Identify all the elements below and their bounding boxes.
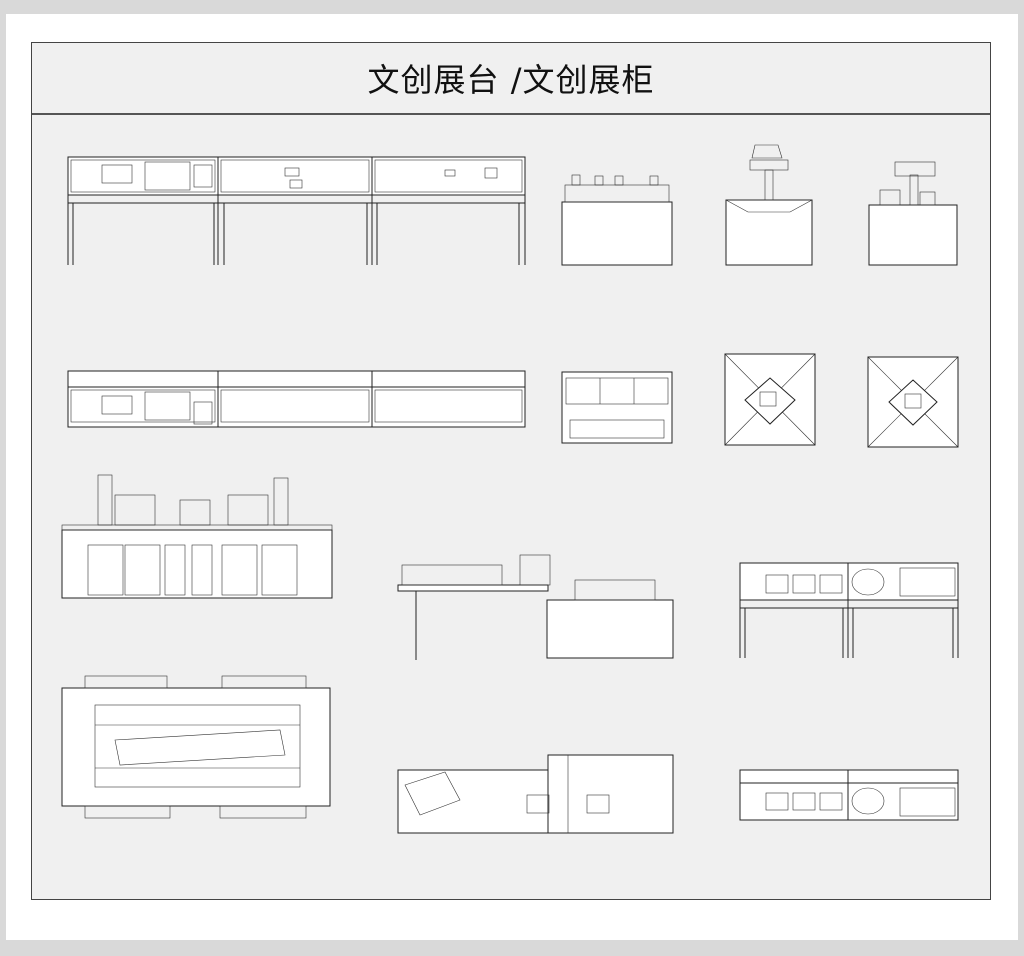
- showcase-elevation-2: [739, 562, 959, 658]
- large-display-cabinet-elevation: [61, 474, 333, 599]
- small-cabinet-elevation-1: [561, 174, 673, 266]
- title-bar: 文创展台 /文创展柜: [32, 43, 990, 115]
- large-display-plan: [61, 675, 331, 819]
- pedestal-cabinet-plan-2: [867, 356, 959, 448]
- pedestal-cabinet-plan-1: [724, 353, 816, 446]
- small-cabinet-plan: [561, 371, 673, 444]
- showcase-plan-2: [739, 769, 959, 821]
- long-showcase-elevation: [67, 156, 526, 265]
- table-with-cabinet-elevation: [397, 554, 674, 660]
- pedestal-cabinet-elevation-2: [868, 161, 958, 266]
- pedestal-cabinet-elevation-1: [725, 144, 813, 266]
- long-showcase-plan: [67, 370, 526, 428]
- table-plan: [397, 754, 674, 834]
- sheet-title: 文创展台 /文创展柜: [367, 61, 655, 99]
